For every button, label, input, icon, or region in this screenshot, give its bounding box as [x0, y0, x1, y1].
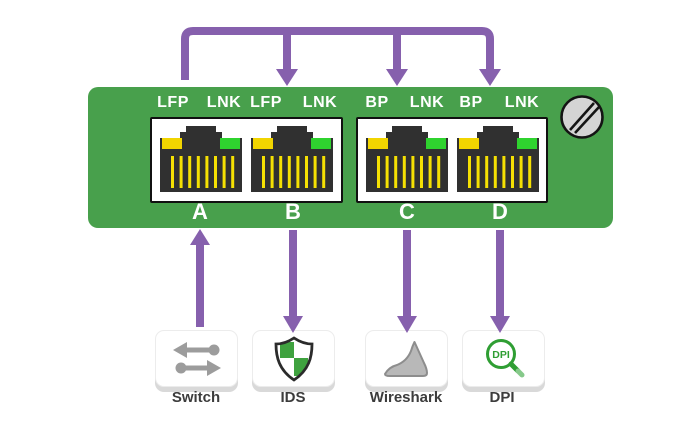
port-b-left-led-label: LFP	[250, 94, 282, 111]
endpoint-label-switch: Switch	[171, 389, 221, 406]
screw-icon	[560, 95, 604, 139]
endpoint-card-dpi: DPI	[462, 330, 545, 387]
endpoint-label-wireshark: Wireshark	[369, 389, 443, 406]
port-letter-b: B	[285, 199, 301, 224]
bp-led-yellow	[459, 138, 479, 149]
endpoint-card-ids	[252, 330, 335, 387]
endpoint-card-switch	[155, 330, 238, 387]
port-c-left-led-label: BP	[365, 94, 389, 111]
lnk-led-green	[311, 138, 331, 149]
lfp-led-yellow	[162, 138, 182, 149]
rj45-port-d	[457, 126, 539, 192]
endpoint-label-dpi: DPI	[489, 389, 515, 406]
port-letter-d: D	[492, 199, 508, 224]
top-rail-arrow	[181, 27, 494, 80]
port-b-right-led-label: LNK	[302, 94, 338, 111]
lnk-led-green	[517, 138, 537, 149]
port-letter-a: A	[192, 199, 208, 224]
arrowhead-into-port-d	[479, 69, 501, 86]
arrowhead-into-port-b	[276, 69, 298, 86]
tap-device-panel: LFP LNK LFP LNK BP LNK BP LNK	[88, 87, 613, 228]
lfp-led-yellow	[253, 138, 273, 149]
shark-fin-icon	[383, 340, 428, 377]
port-c-right-led-label: LNK	[409, 94, 445, 111]
magnifier-icon: DPI	[485, 338, 524, 377]
lnk-led-green	[220, 138, 240, 149]
port-letter-c: C	[399, 199, 415, 224]
rj45-port-b	[251, 126, 333, 192]
lnk-led-green	[426, 138, 446, 149]
port-d-left-led-label: BP	[459, 94, 483, 111]
endpoint-card-wireshark	[365, 330, 448, 387]
port-group-cd	[356, 117, 548, 203]
port-a-right-led-label: LNK	[206, 94, 242, 111]
magnifier-text: DPI	[492, 349, 510, 361]
shield-icon	[274, 335, 313, 382]
port-d-right-led-label: LNK	[504, 94, 540, 111]
switch-arrows-icon	[172, 341, 221, 376]
arrowhead-into-port-a	[190, 229, 210, 245]
port-group-ab	[150, 117, 343, 203]
endpoint-label-ids: IDS	[280, 389, 306, 406]
arrowhead-into-port-c	[386, 69, 408, 86]
port-a-left-led-label: LFP	[157, 94, 189, 111]
rj45-port-a	[160, 126, 242, 192]
rj45-port-c	[366, 126, 448, 192]
bp-led-yellow	[368, 138, 388, 149]
